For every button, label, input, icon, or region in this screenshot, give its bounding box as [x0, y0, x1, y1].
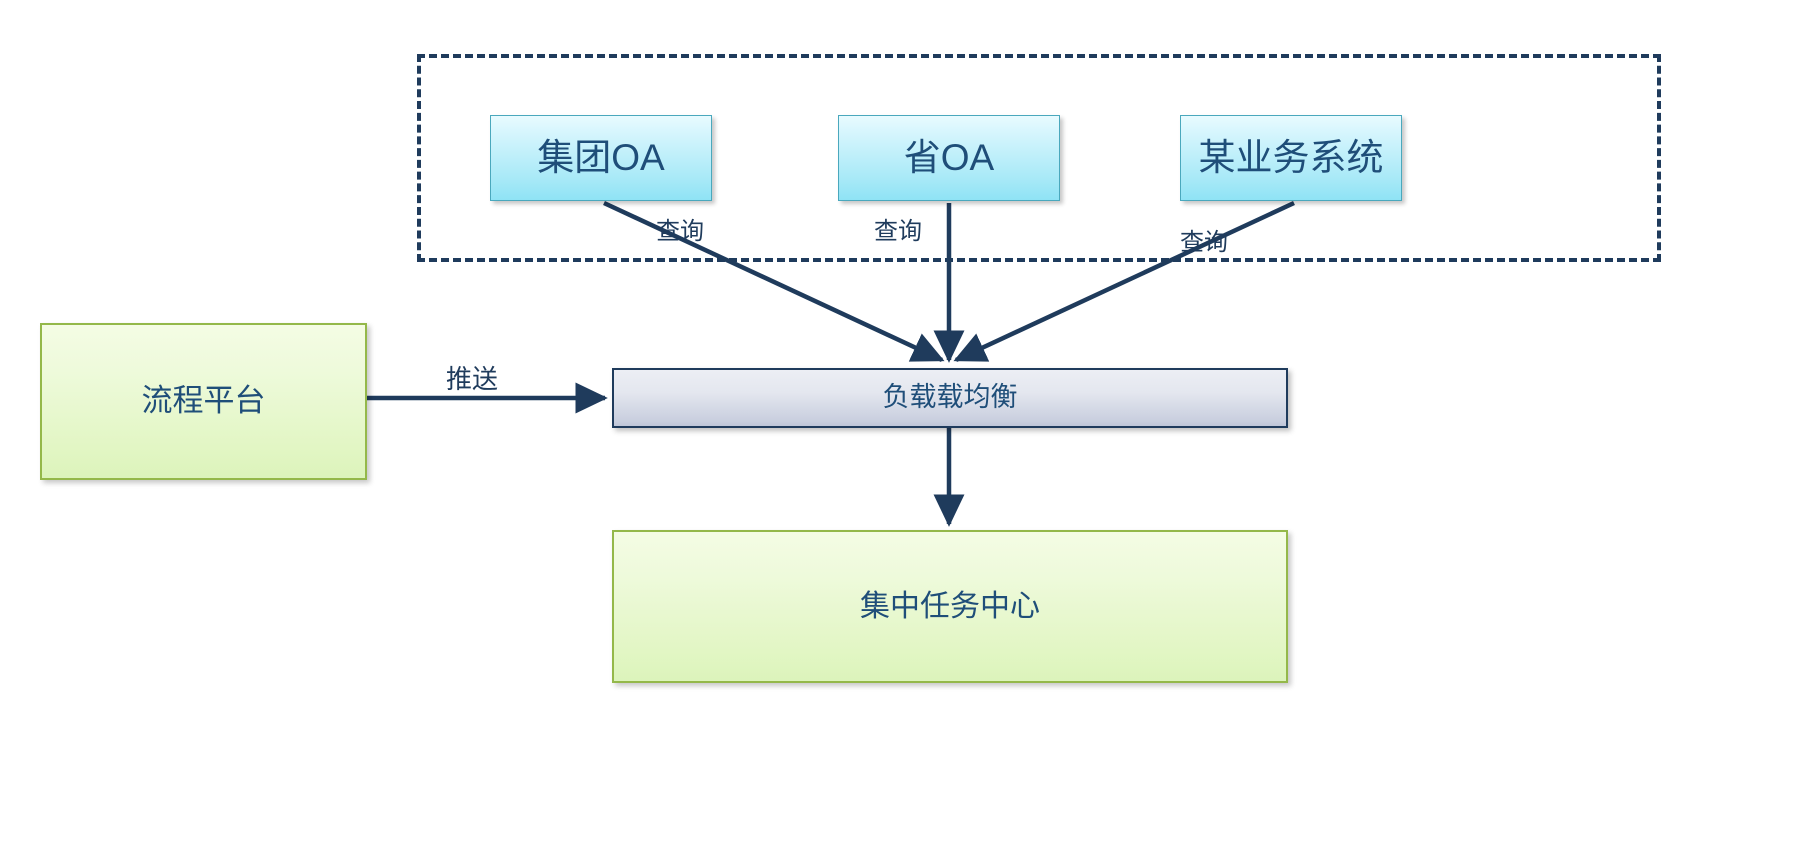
node-task-center[interactable]: 集中任务中心 [612, 530, 1288, 683]
edge-label-query-biz-system: 查询 [1180, 229, 1228, 256]
node-biz-system[interactable]: 某业务系统 [1180, 115, 1402, 201]
node-process-platform[interactable]: 流程平台 [40, 323, 367, 480]
edge-label-query-group-oa: 查询 [656, 218, 704, 245]
node-province-oa[interactable]: 省OA [838, 115, 1060, 201]
edge-label-push: 推送 [446, 364, 499, 394]
edge-label-query-province-oa: 查询 [874, 218, 922, 245]
node-load-balancer[interactable]: 负载载均衡 [612, 368, 1288, 428]
group-region-dashed [417, 54, 1661, 262]
node-group-oa[interactable]: 集团OA [490, 115, 712, 201]
